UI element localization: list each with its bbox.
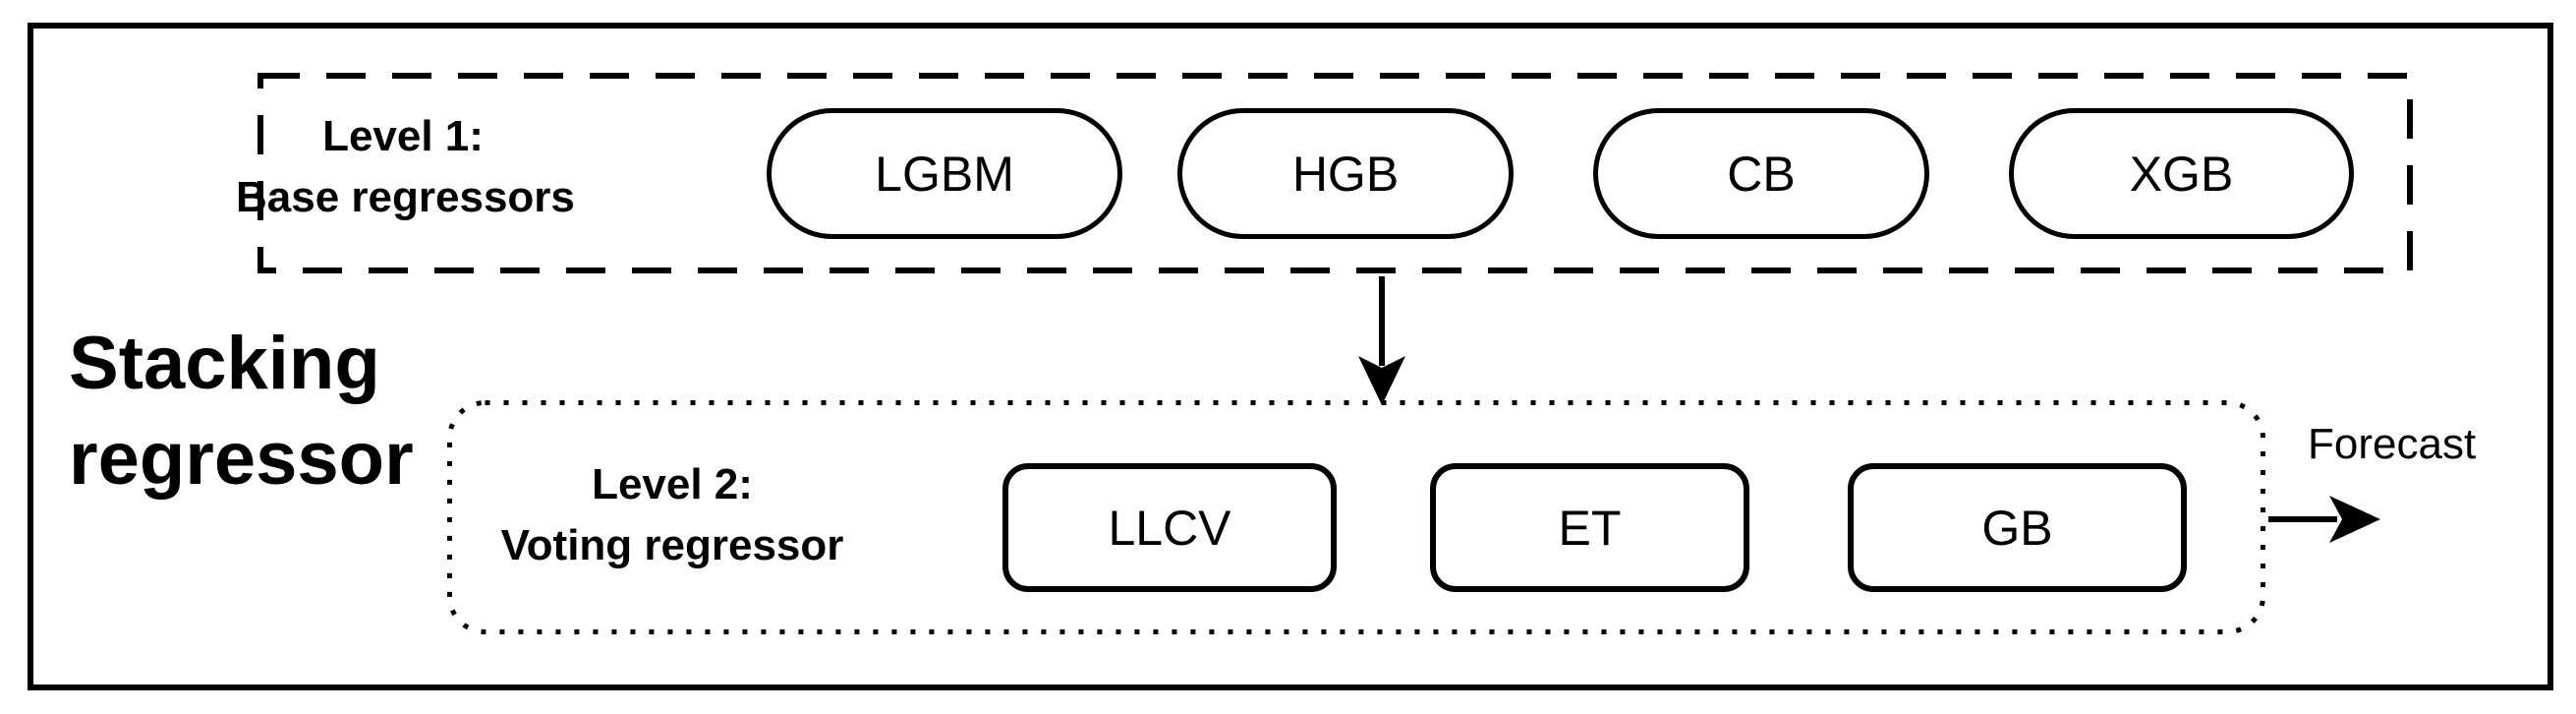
diagram-outer-frame (28, 23, 2553, 690)
node-et-label: ET (1558, 500, 1622, 556)
diagram-title: Stacking regressor (69, 317, 414, 506)
node-lgbm-label: LGBM (875, 146, 1014, 202)
level2-label: Level 2: Voting regressor (495, 454, 849, 576)
node-lgbm: LGBM (767, 108, 1122, 239)
node-gb: GB (1848, 463, 2187, 592)
node-hgb-label: HGB (1291, 146, 1400, 202)
node-et: ET (1430, 463, 1749, 592)
node-cb-label: CB (1727, 146, 1796, 202)
diagram-title-line2: regressor (69, 416, 414, 501)
node-llcv-label: LLCV (1108, 500, 1231, 556)
forecast-label: Forecast (2308, 420, 2477, 468)
node-hgb: HGB (1177, 108, 1514, 239)
level1-label-line2: Base regressors (236, 173, 575, 221)
level1-label: Level 1: Base regressors (236, 106, 575, 228)
node-xgb-label: XGB (2129, 146, 2234, 202)
node-xgb: XGB (2009, 108, 2354, 239)
level2-label-line2: Voting regressor (500, 521, 844, 569)
level2-label-line1: Level 2: (592, 460, 753, 508)
node-llcv: LLCV (1002, 463, 1337, 592)
node-gb-label: GB (1981, 500, 2053, 556)
node-cb: CB (1593, 108, 1929, 239)
diagram-title-line1: Stacking (69, 322, 380, 405)
level1-label-line1: Level 1: (322, 112, 484, 160)
